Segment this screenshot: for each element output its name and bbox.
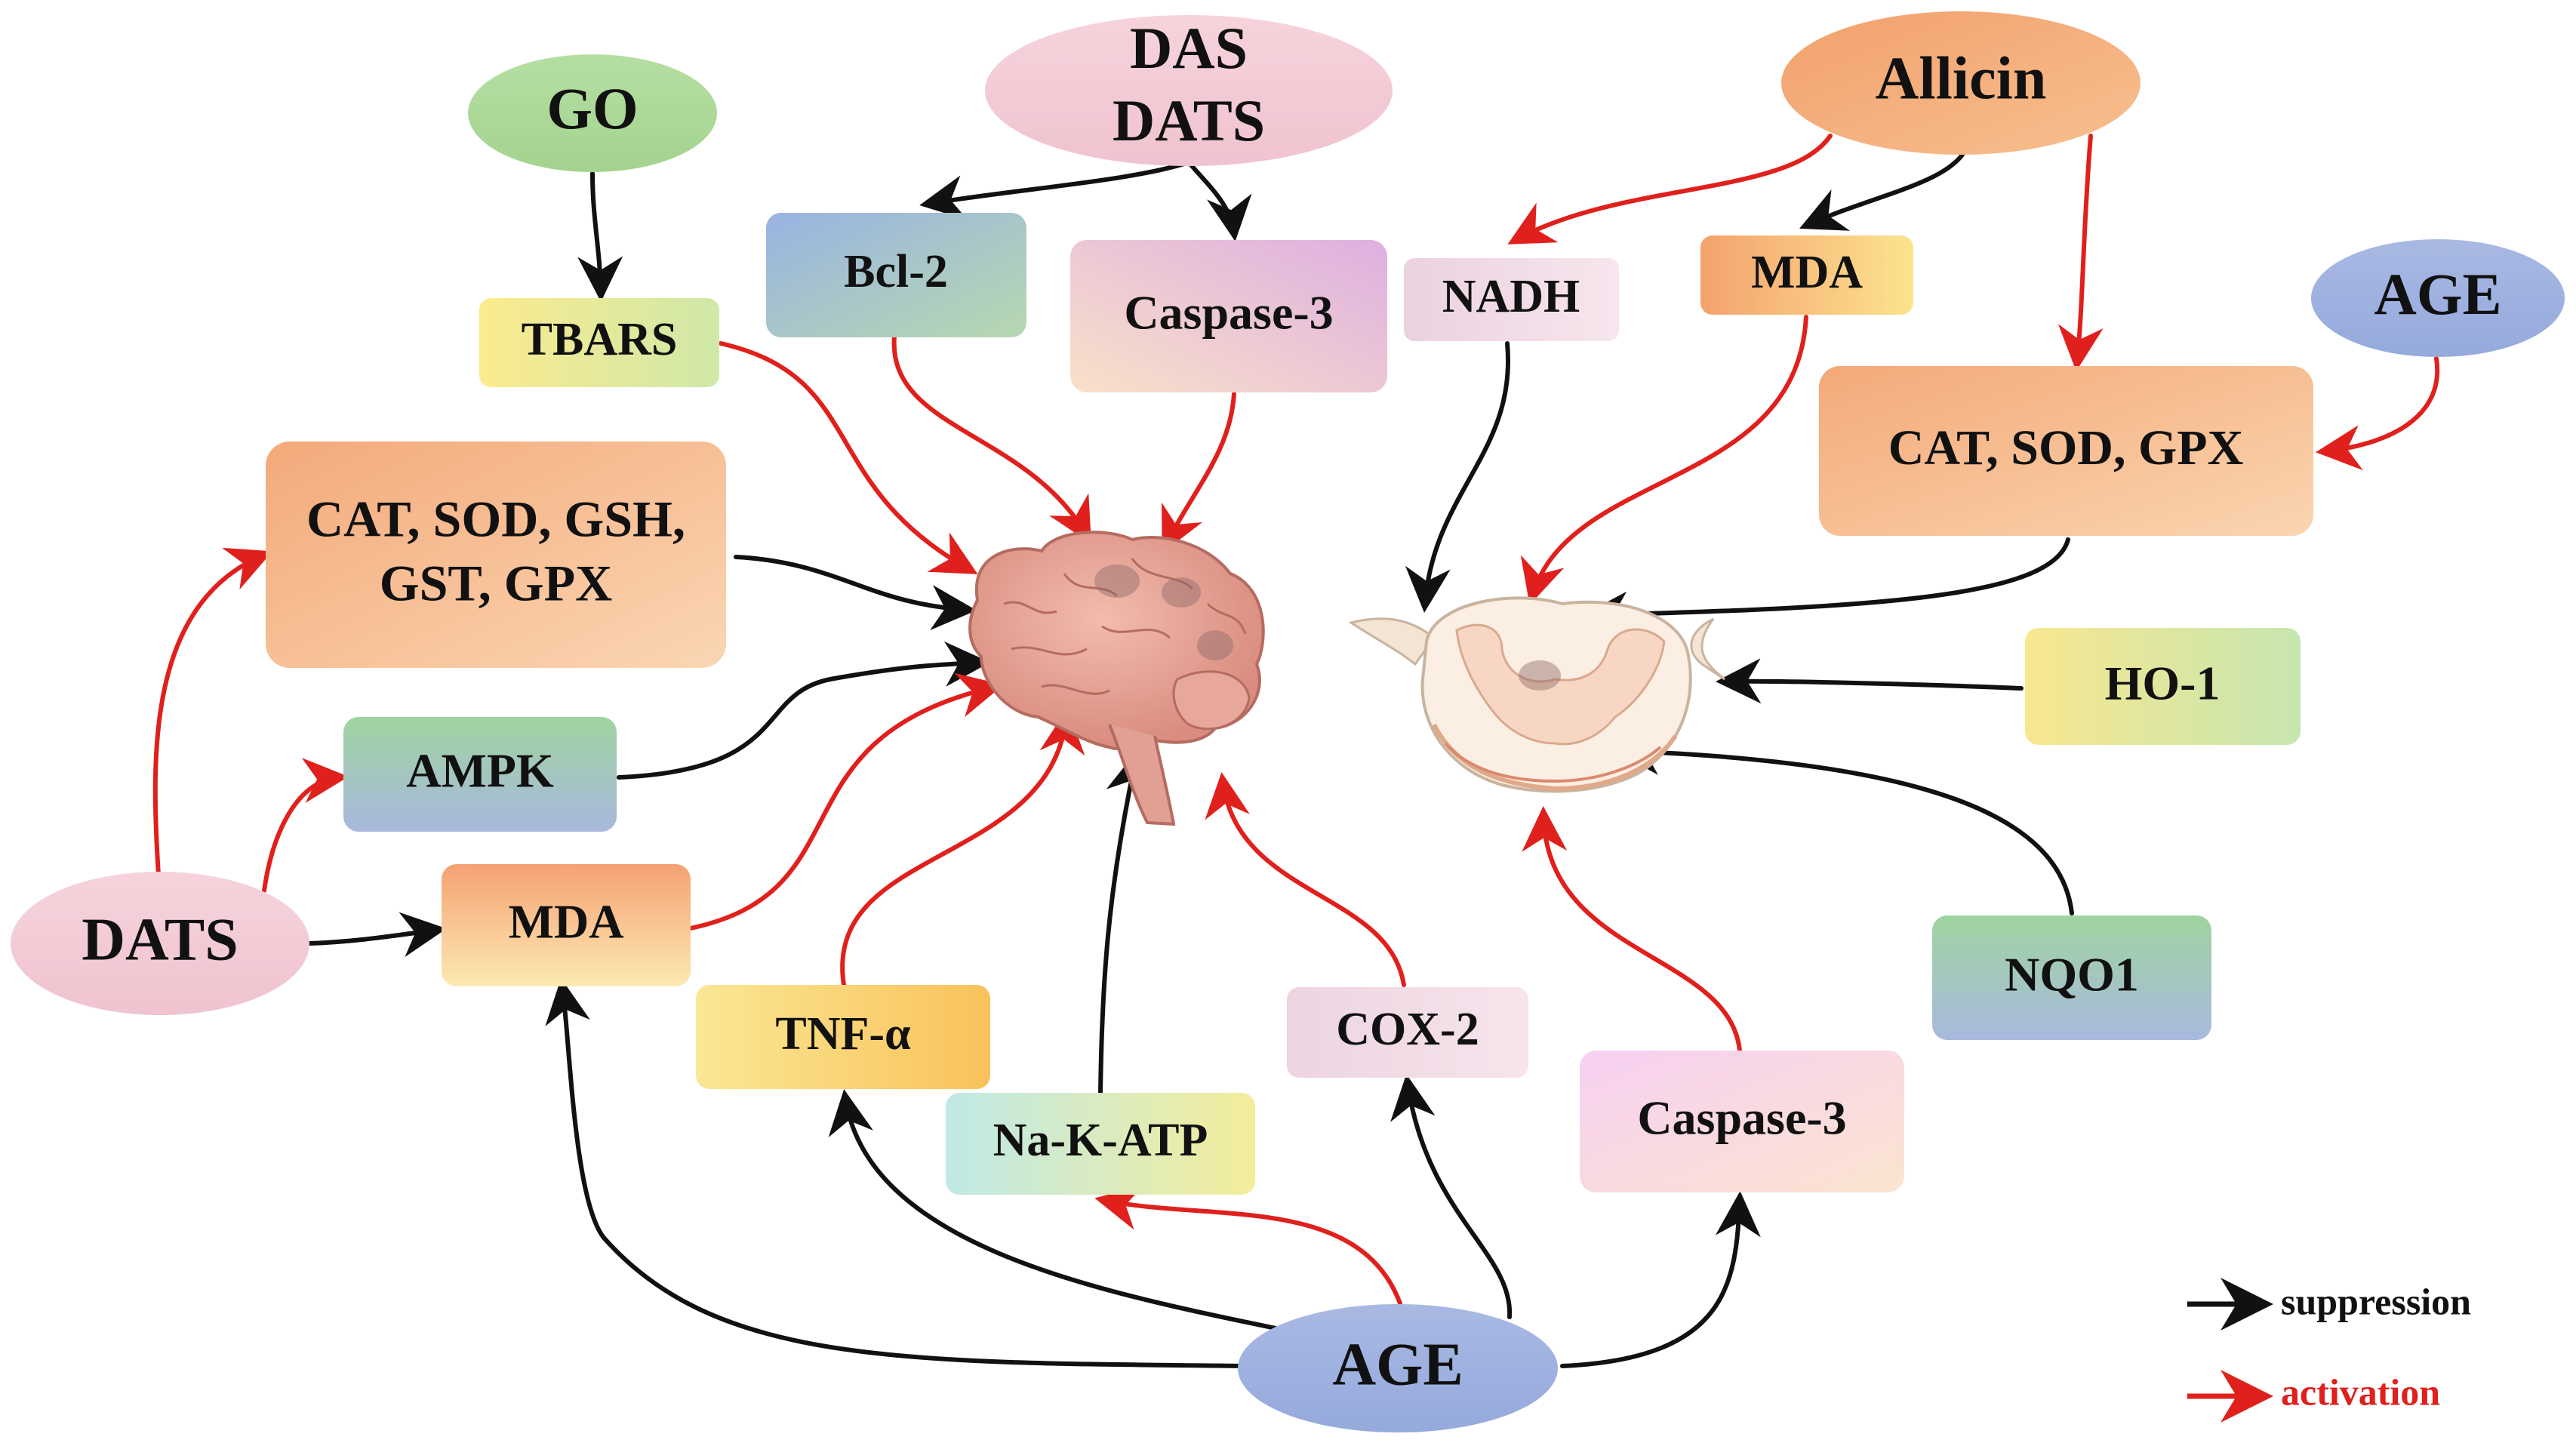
tbars-label: TBARS (522, 314, 678, 365)
cat-sod-gsh-line2: GST, GPX (380, 555, 613, 612)
node-nqo1: NQO1 (1932, 915, 2211, 1040)
node-tnf: TNF-α (696, 985, 990, 1089)
dats-left-label: DATS (82, 906, 238, 973)
arrow-ageright-to-catright (2316, 356, 2440, 471)
arrow-age-to-nak (1094, 1185, 1402, 1306)
go-label: GO (546, 75, 638, 141)
ampk-label: AMPK (406, 744, 554, 798)
arrow-nqo1-to-spinal (1614, 729, 2074, 915)
arrow-dats-to-ampk (262, 758, 349, 893)
cat-sod-gpx-right-label: CAT, SOD, GPX (1888, 420, 2244, 475)
node-mda-top: MDA (1700, 235, 1913, 315)
bcl2-label: Bcl-2 (844, 246, 948, 297)
node-tbars: TBARS (479, 298, 719, 387)
legend-suppression-label: suppression (2281, 1280, 2471, 1322)
das-label: DAS (1130, 15, 1248, 81)
node-age-bottom: AGE (1238, 1304, 1558, 1432)
node-ho1: HO-1 (2025, 628, 2301, 745)
tnf-label: TNF-α (775, 1008, 910, 1060)
node-cat-sod-gpx-right: CAT, SOD, GPX (1819, 366, 2313, 536)
node-na-k-atp: Na-K-ATP (946, 1093, 1255, 1195)
arrow-caspase-bottom-to-spinal (1522, 806, 1742, 1053)
arrow-allicin-to-mda-top (1799, 152, 1965, 231)
arrow-tbars-to-brain (719, 341, 978, 574)
arrow-caspase-top-to-brain (1162, 392, 1236, 553)
nqo1-label: NQO1 (2005, 948, 2139, 1001)
allicin-label: Allicin (1876, 45, 2047, 112)
ho1-label: HO-1 (2105, 657, 2221, 710)
node-cox2: COX-2 (1287, 987, 1528, 1078)
caspase3-bottom-label: Caspase-3 (1637, 1091, 1846, 1145)
arrow-ho1-to-spinal (1716, 658, 2024, 704)
arrow-bcl2-to-brain (891, 334, 1091, 544)
arrow-dats-to-catleft (152, 547, 273, 878)
arrow-age-to-cox2 (1390, 1074, 1513, 1319)
node-nadh: NADH (1404, 258, 1619, 341)
arrow-dasdats-to-caspase-top (1186, 160, 1252, 242)
node-das-dats: DAS DATS (985, 15, 1393, 166)
node-age-right: AGE (2311, 239, 2565, 357)
arrow-dats-to-mda-left (307, 912, 447, 958)
arrow-mda-left-to-brain (688, 672, 1004, 931)
node-go: GO (468, 54, 717, 172)
arrow-nak-to-brain (1098, 749, 1151, 1095)
node-cat-sod-gsh-left: CAT, SOD, GSH, GST, GPX (266, 442, 726, 668)
brain-illustration (968, 531, 1265, 826)
node-allicin: Allicin (1781, 11, 2141, 155)
arrow-nadh-to-spinal (1405, 341, 1511, 613)
node-mda-left: MDA (442, 864, 691, 986)
arrow-go-to-tbars (577, 171, 623, 302)
arrow-tnf-to-brain (840, 708, 1085, 987)
legend-activation-label: activation (2281, 1371, 2440, 1413)
na-k-atp-label: Na-K-ATP (993, 1115, 1208, 1166)
node-caspase3-bottom: Caspase-3 (1580, 1051, 1904, 1192)
cat-sod-gsh-line1: CAT, SOD, GSH, (306, 491, 685, 548)
arrow-catright-to-spinal (1582, 537, 2070, 637)
cox2-label: COX-2 (1336, 1004, 1479, 1055)
age-right-label: AGE (2374, 261, 2501, 327)
nadh-label: NADH (1442, 271, 1580, 322)
arrow-dasdats-to-bcl2 (919, 160, 1191, 220)
node-bcl2: Bcl-2 (766, 213, 1026, 337)
node-dats-left: DATS (11, 872, 309, 1015)
arrow-ampk-to-brain (617, 641, 990, 780)
spinal-cord-illustration (1348, 596, 1725, 793)
arrow-age-to-tnf (828, 1089, 1278, 1331)
caspase3-top-label: Caspase-3 (1124, 286, 1333, 340)
dats-top-label: DATS (1113, 88, 1265, 153)
arrow-layer (152, 134, 2440, 1368)
arrow-catleft-to-brain (734, 555, 977, 631)
arrow-allicin-to-nadh (1507, 134, 1833, 245)
arrow-age-to-caspase-bottom (1560, 1191, 1761, 1368)
arrow-allicin-to-catright (2057, 134, 2104, 371)
legend: suppression activation (2187, 1278, 2471, 1423)
mda-top-label: MDA (1751, 247, 1863, 298)
node-ampk: AMPK (343, 717, 617, 832)
node-caspase3-top: Caspase-3 (1070, 240, 1387, 392)
age-bottom-label: AGE (1332, 1331, 1463, 1398)
arrow-mda-top-to-spinal (1520, 315, 1808, 605)
mda-left-label: MDA (509, 895, 624, 949)
arrow-age-to-mda-left (545, 978, 1248, 1368)
arrow-cox2-to-brain (1205, 772, 1406, 987)
